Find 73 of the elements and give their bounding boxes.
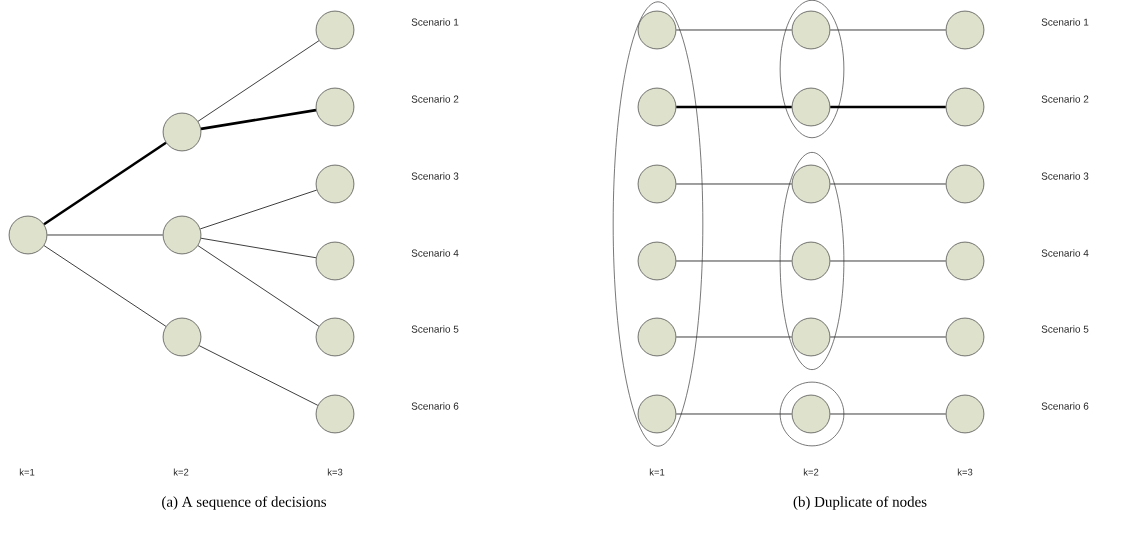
circle-node bbox=[945, 87, 985, 127]
scenario-label: Scenario 1 bbox=[1041, 18, 1089, 26]
scenario-label: Scenario 3 bbox=[1041, 172, 1089, 180]
circle-node bbox=[637, 241, 677, 281]
connector-line bbox=[829, 183, 947, 185]
scenario-label: Scenario 5 bbox=[1041, 325, 1089, 333]
connector-line bbox=[200, 108, 317, 131]
connector-line bbox=[829, 336, 947, 338]
stage-label: k=2 bbox=[173, 468, 189, 476]
circle-node bbox=[8, 215, 48, 255]
connector-line bbox=[675, 260, 793, 262]
scenario-label: Scenario 3 bbox=[411, 172, 459, 180]
scenario-label: Scenario 2 bbox=[411, 95, 459, 103]
group-ellipse bbox=[779, 0, 845, 139]
circle-node bbox=[945, 317, 985, 357]
connector-line bbox=[46, 234, 164, 236]
subfigure-caption: (a) A sequence of decisions bbox=[162, 496, 327, 510]
circle-node bbox=[945, 241, 985, 281]
connector-line bbox=[675, 29, 793, 31]
connector-line bbox=[200, 237, 317, 259]
circle-node bbox=[162, 112, 202, 152]
connector-line bbox=[43, 245, 167, 327]
scenario-label: Scenario 5 bbox=[411, 325, 459, 333]
circle-node bbox=[637, 394, 677, 434]
connector-line bbox=[676, 105, 792, 109]
stage-label: k=3 bbox=[957, 468, 973, 476]
group-ellipse bbox=[612, 1, 704, 447]
circle-node bbox=[945, 164, 985, 204]
scenario-label: Scenario 1 bbox=[411, 18, 459, 26]
circle-node bbox=[945, 394, 985, 434]
subfigure-caption: (b) Duplicate of nodes bbox=[793, 496, 927, 510]
circle-node bbox=[637, 87, 677, 127]
scenario-label: Scenario 6 bbox=[411, 402, 459, 410]
scenario-label: Scenario 2 bbox=[1041, 95, 1089, 103]
connector-line bbox=[829, 260, 947, 262]
circle-node bbox=[791, 241, 831, 281]
group-ellipse bbox=[779, 152, 845, 370]
circle-node bbox=[791, 317, 831, 357]
connector-line bbox=[43, 141, 167, 226]
circle-node bbox=[315, 241, 355, 281]
connector-line bbox=[199, 189, 318, 230]
circle-node bbox=[162, 317, 202, 357]
connector-line bbox=[829, 413, 947, 415]
circle-node bbox=[637, 10, 677, 50]
stage-label: k=3 bbox=[327, 468, 343, 476]
circle-node bbox=[945, 10, 985, 50]
circle-node bbox=[637, 317, 677, 357]
circle-node bbox=[791, 87, 831, 127]
connector-line bbox=[675, 336, 793, 338]
connector-line bbox=[830, 105, 946, 109]
stage-label: k=1 bbox=[19, 468, 35, 476]
connector-line bbox=[829, 29, 947, 31]
circle-node bbox=[315, 10, 355, 50]
stage-label: k=1 bbox=[649, 468, 665, 476]
circle-node bbox=[315, 87, 355, 127]
connector-line bbox=[675, 413, 793, 415]
stage-label: k=2 bbox=[803, 468, 819, 476]
connector-line bbox=[197, 245, 320, 327]
circle-node bbox=[315, 164, 355, 204]
circle-node bbox=[791, 394, 831, 434]
circle-node bbox=[162, 215, 202, 255]
scenario-label: Scenario 4 bbox=[411, 249, 459, 257]
connector-line bbox=[675, 183, 793, 185]
circle-node bbox=[791, 164, 831, 204]
scenario-label: Scenario 6 bbox=[1041, 402, 1089, 410]
scenario-label: Scenario 4 bbox=[1041, 249, 1089, 257]
circle-node bbox=[315, 394, 355, 434]
group-ring bbox=[779, 381, 845, 447]
circle-node bbox=[315, 317, 355, 357]
connector-line bbox=[198, 345, 319, 406]
circle-node bbox=[637, 164, 677, 204]
circle-node bbox=[791, 10, 831, 50]
connector-line bbox=[197, 40, 320, 122]
